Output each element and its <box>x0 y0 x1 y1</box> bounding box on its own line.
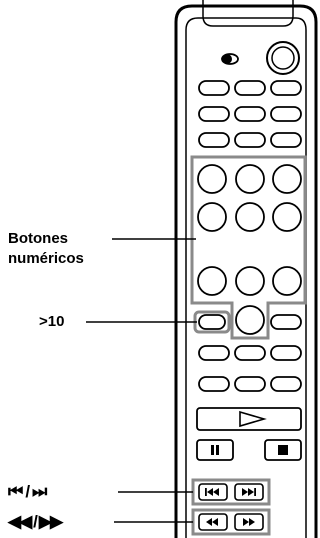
rewind-icon <box>206 518 218 526</box>
volume-knob-icon[interactable] <box>266 41 300 75</box>
label-gt10: >10 <box>39 313 65 330</box>
fast-forward-icon <box>243 518 255 526</box>
skip-next-icon <box>242 488 256 496</box>
function-buttons-lower[interactable] <box>198 345 302 392</box>
label-skip: ⏮/⏭ <box>8 482 47 502</box>
label-numeric-line2: numéricos <box>8 250 84 267</box>
label-search-ffw: ▶▶ <box>38 512 63 531</box>
function-buttons-top[interactable] <box>198 80 302 148</box>
toggle-switch-icon[interactable] <box>221 53 239 65</box>
stop-icon <box>278 445 288 455</box>
label-skip-next: ⏭ <box>32 482 47 501</box>
stop-button[interactable] <box>264 439 302 461</box>
rewind-button[interactable] <box>198 513 228 531</box>
label-numeric-line1: Botones <box>8 230 68 247</box>
pause-icon <box>211 445 219 455</box>
numeric-keypad-highlight <box>190 155 307 340</box>
label-numeric-buttons: Botones numéricos <box>8 229 84 269</box>
label-search-rew: ◀◀ <box>8 512 32 531</box>
label-search: ◀◀/▶▶ <box>8 512 63 532</box>
skip-next-button[interactable] <box>234 483 264 501</box>
remote-body-outer <box>174 4 318 538</box>
fast-forward-button[interactable] <box>234 513 264 531</box>
numeric-buttons[interactable] <box>197 164 302 335</box>
remote-body-inner <box>185 17 307 538</box>
pause-button[interactable] <box>196 439 234 461</box>
leader-lines <box>86 238 197 523</box>
label-search-sep: / <box>33 512 38 531</box>
label-skip-sep: / <box>25 482 30 501</box>
label-skip-prev: ⏮ <box>8 482 23 501</box>
skip-previous-icon <box>205 488 219 496</box>
gt10-button[interactable] <box>198 314 226 330</box>
skip-previous-button[interactable] <box>198 483 228 501</box>
play-button[interactable] <box>196 407 302 431</box>
play-icon <box>239 410 267 428</box>
function-button-right[interactable] <box>270 314 302 330</box>
ir-window <box>202 0 294 27</box>
